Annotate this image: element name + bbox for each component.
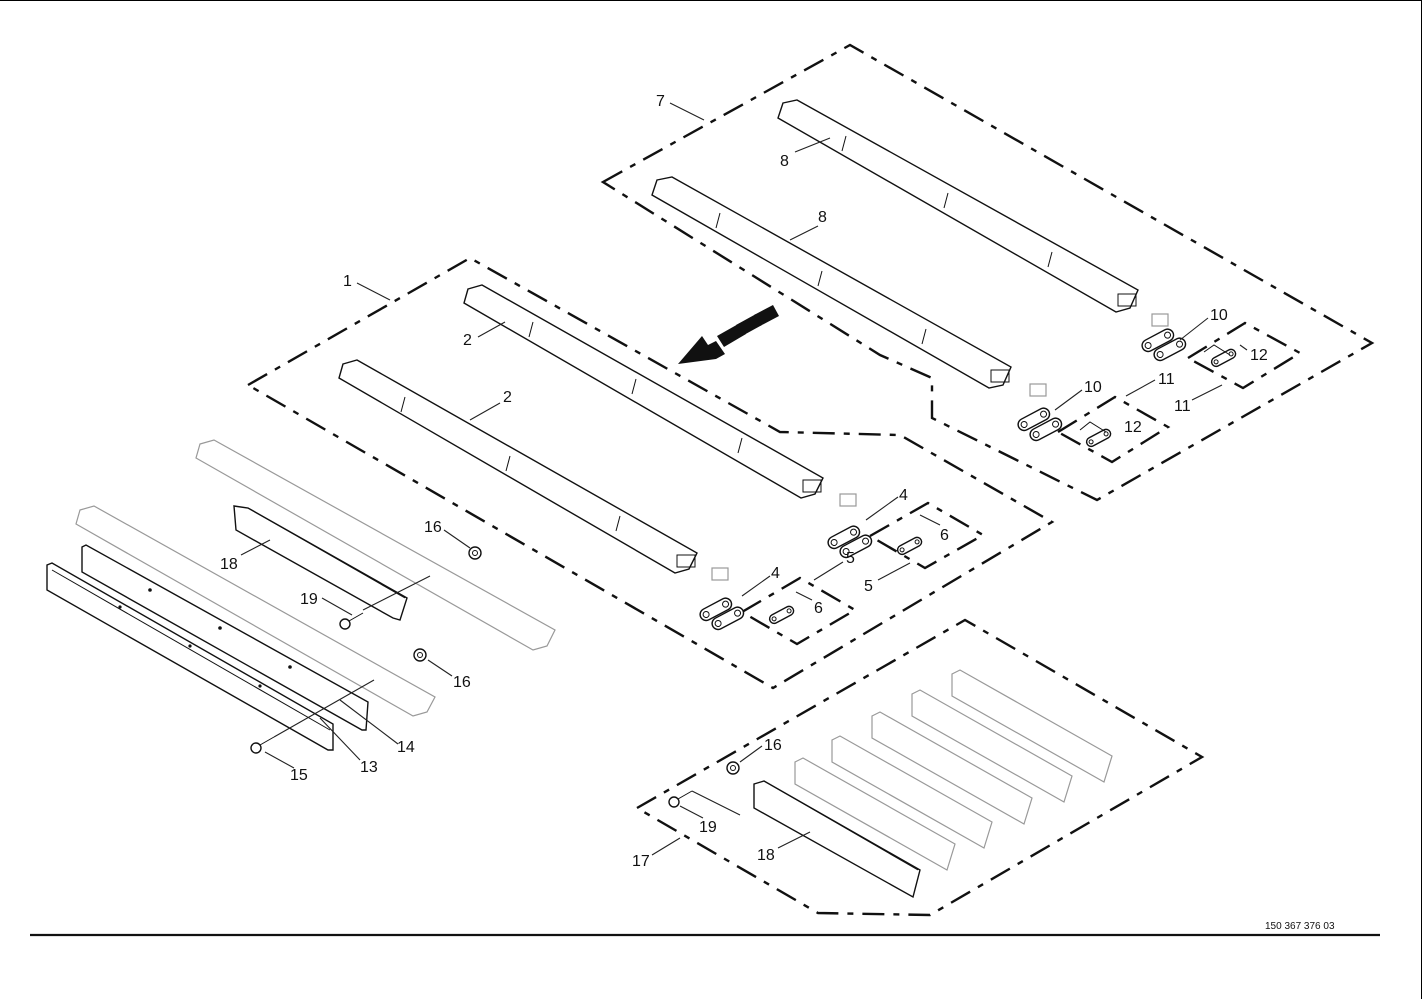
callout-11-lower: 11 [1174,398,1191,415]
chain-link-4-lower [697,567,747,633]
callout-6-lower: 6 [814,600,823,617]
bolt-19-left [339,612,364,630]
nut-16-lower [726,761,740,775]
callout-2-lower: 2 [503,389,512,406]
bolt-15 [250,736,275,754]
callout-10-lower: 10 [1084,379,1102,396]
callout-5-lower: 5 [864,578,873,595]
sub-box-6-lower [739,576,858,646]
callout-4-upper: 4 [899,487,908,504]
callout-8-lower: 8 [818,209,827,226]
tube-faded-lower [75,505,436,717]
nut-16-middle [413,648,427,662]
callout-18-left: 18 [220,556,238,573]
chain-link-10-lower [1015,383,1065,444]
callout-4-lower: 4 [771,565,780,582]
callout-17: 17 [632,853,650,870]
callout-16-middle: 16 [453,674,471,691]
strip-14 [81,544,369,731]
direction-arrow [678,305,779,364]
assembly-1-boundary [245,256,1055,690]
assembly-17-boundary [634,618,1205,917]
callout-5-upper: 5 [846,550,855,567]
callout-15: 15 [290,767,308,784]
chain-link-4-upper [825,493,875,561]
sub-box-12-lower [1055,395,1171,464]
callout-16-lower: 16 [764,737,782,754]
tube-faded-upper [195,439,556,651]
callout-19-left: 19 [300,591,318,608]
tube-8-lower [651,176,1012,389]
tube-2-lower [338,359,698,574]
callout-16-upper: 16 [424,519,442,536]
callout-7: 7 [656,93,665,110]
callout-12-lower: 12 [1124,419,1142,436]
scraper-18-left [233,505,408,621]
leader-lines [240,102,1248,856]
sub-box-6-upper [867,501,986,570]
clip-6-upper [895,535,924,557]
callout-10-upper: 10 [1210,307,1228,324]
sub-box-12-upper [1185,321,1303,390]
bolt-19-lower [668,790,693,808]
clip-12-lower [1079,421,1113,449]
assembly-7-boundary [600,43,1375,502]
tube-8-upper [777,99,1139,313]
nut-16-upper [468,546,482,560]
blade-13 [46,562,334,751]
callout-19-lower: 19 [699,819,717,836]
drawing-number: 150 367 376 03 [1265,921,1335,932]
callout-2-upper: 2 [463,332,472,349]
callout-12-upper: 12 [1250,347,1268,364]
callout-6-upper: 6 [940,527,949,544]
clip-12-upper [1203,344,1238,369]
chain-link-10-upper [1139,313,1189,364]
callout-18-lower: 18 [757,847,775,864]
tube-2-upper [463,284,824,499]
clip-6-lower [767,604,796,626]
callout-1: 1 [343,273,352,290]
scraper-set-17 [753,669,1113,899]
callout-8-upper: 8 [780,153,789,170]
callout-11-upper: 11 [1158,371,1175,388]
callout-14: 14 [397,739,415,756]
callout-13: 13 [360,759,378,776]
